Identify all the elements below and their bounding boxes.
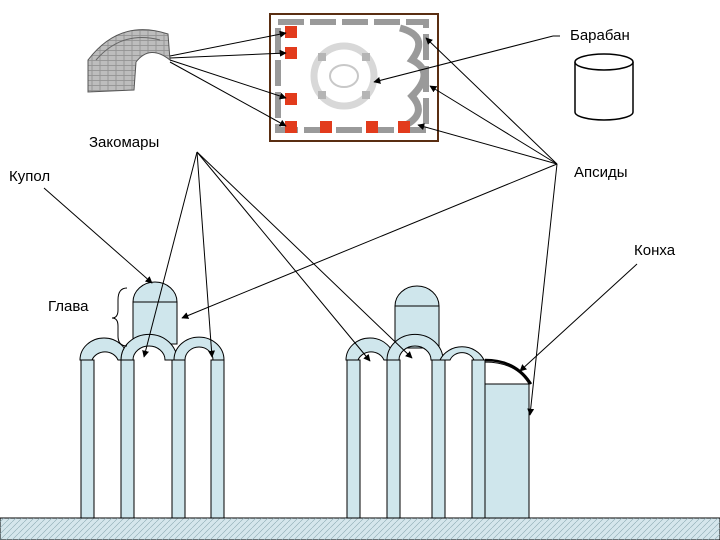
- plan-pier-markers: [285, 26, 410, 133]
- plan-pier-marker: [285, 121, 297, 133]
- label-konha: Конха: [634, 242, 676, 259]
- plan-pier-marker: [320, 121, 332, 133]
- apse-conch-curve: [484, 358, 533, 385]
- label-glava: Глава: [48, 298, 89, 315]
- label-apsidy: Апсиды: [574, 164, 628, 181]
- plan-pier-marker: [398, 121, 410, 133]
- ground-hatch: [0, 518, 720, 540]
- drum-cylinder-icon: [574, 53, 634, 121]
- label-zakomary: Закомары: [89, 134, 160, 151]
- label-kupol: Купол: [9, 168, 51, 185]
- plan-pier-marker: [285, 26, 297, 38]
- arch-illustration: [87, 29, 171, 93]
- glava-brace: [111, 287, 128, 347]
- right-church-facade: [345, 285, 530, 519]
- church-floor-plan: [269, 13, 439, 142]
- left-church-facade: [79, 281, 225, 519]
- plan-pier-marker: [285, 93, 297, 105]
- plan-pier-marker: [285, 47, 297, 59]
- label-baraban: Барабан: [570, 27, 630, 44]
- plan-pier-marker: [366, 121, 378, 133]
- pointer-arrows: [43, 30, 638, 416]
